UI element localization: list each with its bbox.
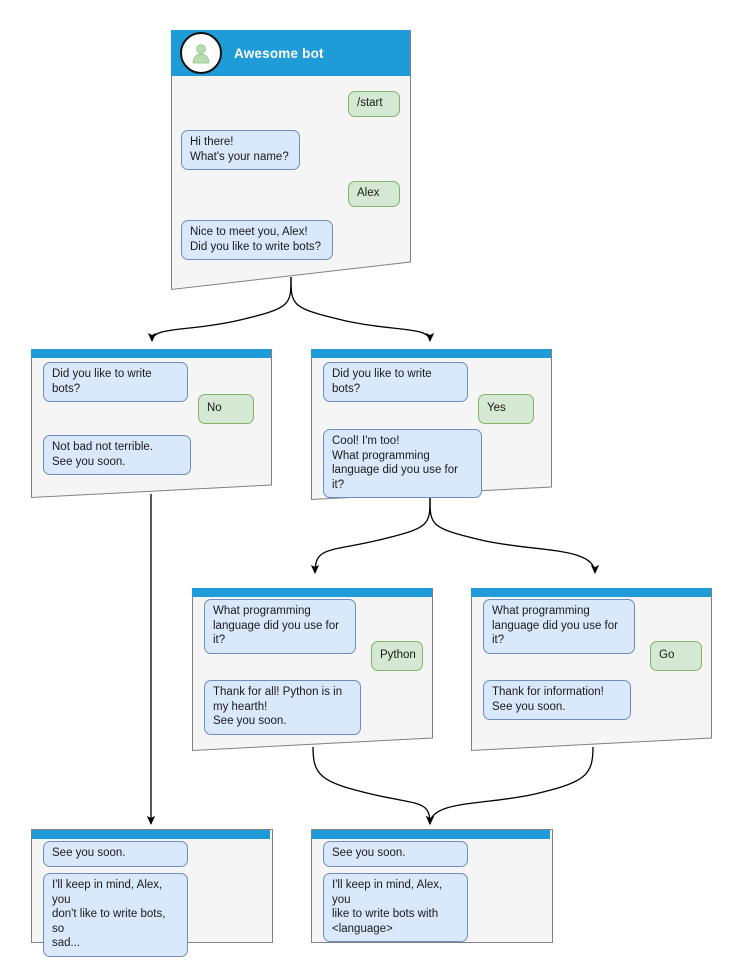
message-bubble-bot[interactable]: What programming language did you use fo… [204, 599, 356, 654]
edge-yes-to-go [429, 497, 600, 575]
python-branch-titlebar [192, 588, 432, 597]
message-bubble-bot[interactable]: I'll keep in mind, Alex, you don't like … [43, 873, 188, 957]
no-branch-titlebar [31, 349, 271, 358]
message-bubble-bot[interactable]: Thank for all! Python is in my hearth! S… [204, 680, 361, 735]
node-end-no[interactable]: See you soon. I'll keep in mind, Alex, y… [31, 829, 273, 957]
go-branch-chat: What programming language did you use fo… [471, 588, 712, 752]
end-yes-titlebar [312, 830, 550, 839]
node-go-branch[interactable]: What programming language did you use fo… [471, 588, 712, 752]
message-bubble-bot[interactable]: Hi there! What's your name? [181, 130, 300, 171]
no-branch-chat: Did you like to write bots? No Not bad n… [31, 349, 272, 499]
message-bubble-bot[interactable]: Nice to meet you, Alex! Did you like to … [181, 220, 333, 261]
message-bubble-user[interactable]: No [198, 394, 254, 424]
end-yes-chat: See you soon. I'll keep in mind, Alex, y… [311, 829, 551, 943]
root-chat: /start Hi there! What's your name? Alex … [171, 30, 411, 290]
message-bubble-bot[interactable]: I'll keep in mind, Alex, you like to wri… [323, 873, 468, 943]
message-bubble-user[interactable]: Yes [478, 394, 534, 424]
message-bubble-bot[interactable]: Cool! I'm too! What programming language… [323, 429, 482, 499]
end-no-chat: See you soon. I'll keep in mind, Alex, y… [31, 829, 271, 957]
person-avatar-icon [180, 32, 222, 74]
edge-go-to-end-yes [425, 746, 594, 826]
node-root[interactable]: Awesome bot /start Hi there! What's your… [171, 30, 411, 291]
message-bubble-bot[interactable]: Did you like to write bots? [323, 362, 468, 403]
edge-python-to-end-yes [312, 746, 435, 826]
message-bubble-bot[interactable]: See you soon. [323, 841, 468, 867]
edge-yes-to-python [310, 497, 431, 575]
yes-branch-chat: Did you like to write bots? Yes Cool! I'… [311, 349, 552, 501]
node-no-branch[interactable]: Did you like to write bots? No Not bad n… [31, 349, 272, 499]
node-python-branch[interactable]: What programming language did you use fo… [192, 588, 433, 752]
bot-name-label: Awesome bot [234, 45, 324, 61]
python-branch-chat: What programming language did you use fo… [192, 588, 433, 752]
message-bubble-bot[interactable]: What programming language did you use fo… [483, 599, 635, 654]
message-bubble-bot[interactable]: Thank for information! See you soon. [483, 680, 631, 721]
node-end-yes[interactable]: See you soon. I'll keep in mind, Alex, y… [311, 829, 553, 943]
message-bubble-user[interactable]: Python [371, 641, 423, 671]
go-branch-titlebar [471, 588, 711, 597]
message-bubble-user[interactable]: /start [348, 91, 400, 117]
node-yes-branch[interactable]: Did you like to write bots? Yes Cool! I'… [311, 349, 552, 501]
message-bubble-user[interactable]: Alex [348, 181, 400, 207]
end-no-titlebar [32, 830, 270, 839]
message-bubble-bot[interactable]: Not bad not terrible. See you soon. [43, 435, 191, 476]
message-bubble-user[interactable]: Go [650, 641, 702, 671]
message-bubble-bot[interactable]: Did you like to write bots? [43, 362, 188, 403]
yes-branch-titlebar [311, 349, 551, 358]
root-titlebar: Awesome bot [171, 30, 410, 76]
message-bubble-bot[interactable]: See you soon. [43, 841, 188, 867]
